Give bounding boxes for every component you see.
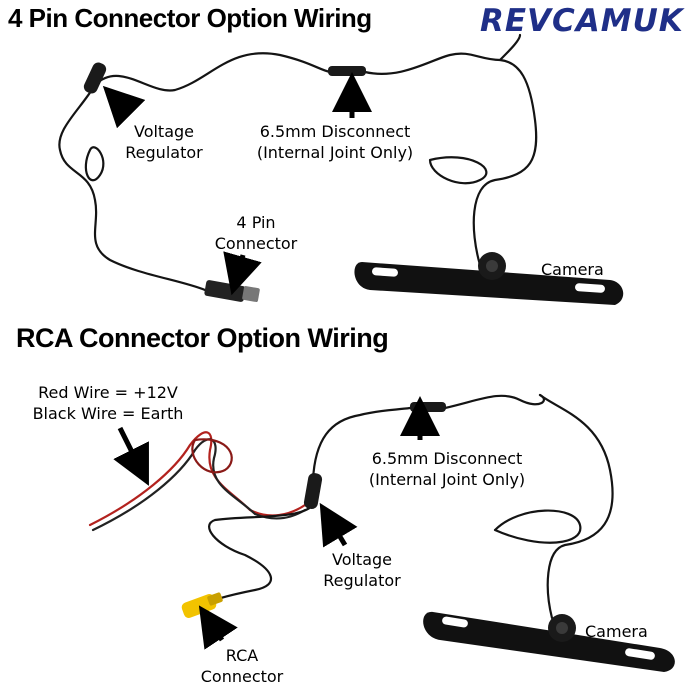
bottom-rca-plug [181, 592, 223, 618]
label-camera-top: Camera [541, 260, 604, 279]
label-power-wires: Red Wire = +12V Black Wire = Earth [8, 382, 208, 424]
bottom-arrows [113, 396, 440, 650]
label-line: Voltage [133, 122, 194, 141]
label-disconnect-top: 6.5mm Disconnect (Internal Joint Only) [240, 121, 430, 163]
top-wire-harness [58, 33, 538, 292]
section-title-4pin: 4 Pin Connector Option Wiring [8, 3, 372, 33]
bottom-camera-bracket [423, 611, 675, 672]
label-disconnect-bottom: 6.5mm Disconnect (Internal Joint Only) [352, 448, 542, 490]
label-line: Voltage [331, 550, 392, 569]
top-regulator-body [83, 62, 107, 94]
label-rca-connector: RCA Connector [196, 645, 288, 687]
revcamuk-logo: REVCAMUK [480, 3, 684, 39]
top-4pin-plug [204, 280, 260, 302]
label-line: Regulator [125, 143, 203, 162]
label-line: 4 Pin [236, 213, 276, 232]
top-arrows [102, 72, 372, 296]
label-line: Regulator [323, 571, 401, 590]
label-line: 6.5mm Disconnect [259, 122, 411, 141]
label-line: (Internal Joint Only) [256, 143, 414, 162]
top-camera-bracket [354, 252, 624, 305]
label-line: Connector [214, 234, 298, 253]
bottom-wire-harness [198, 393, 614, 620]
label-line: 6.5mm Disconnect [371, 449, 523, 468]
bottom-disconnect-body [410, 402, 446, 412]
label-camera-bottom: Camera [585, 622, 648, 641]
label-line: Red Wire = +12V [38, 383, 178, 402]
label-voltage-regulator-bottom: Voltage Regulator [316, 549, 408, 591]
label-voltage-regulator-top: Voltage Regulator [118, 121, 210, 163]
section-title-rca: RCA Connector Option Wiring [16, 323, 389, 353]
label-line: Connector [200, 667, 284, 686]
bottom-regulator-body [303, 473, 323, 509]
label-line: RCA [225, 646, 259, 665]
label-4pin-connector: 4 Pin Connector [212, 212, 300, 254]
label-line: Black Wire = Earth [32, 404, 184, 423]
label-line: (Internal Joint Only) [368, 470, 526, 489]
top-disconnect-body [328, 66, 366, 76]
